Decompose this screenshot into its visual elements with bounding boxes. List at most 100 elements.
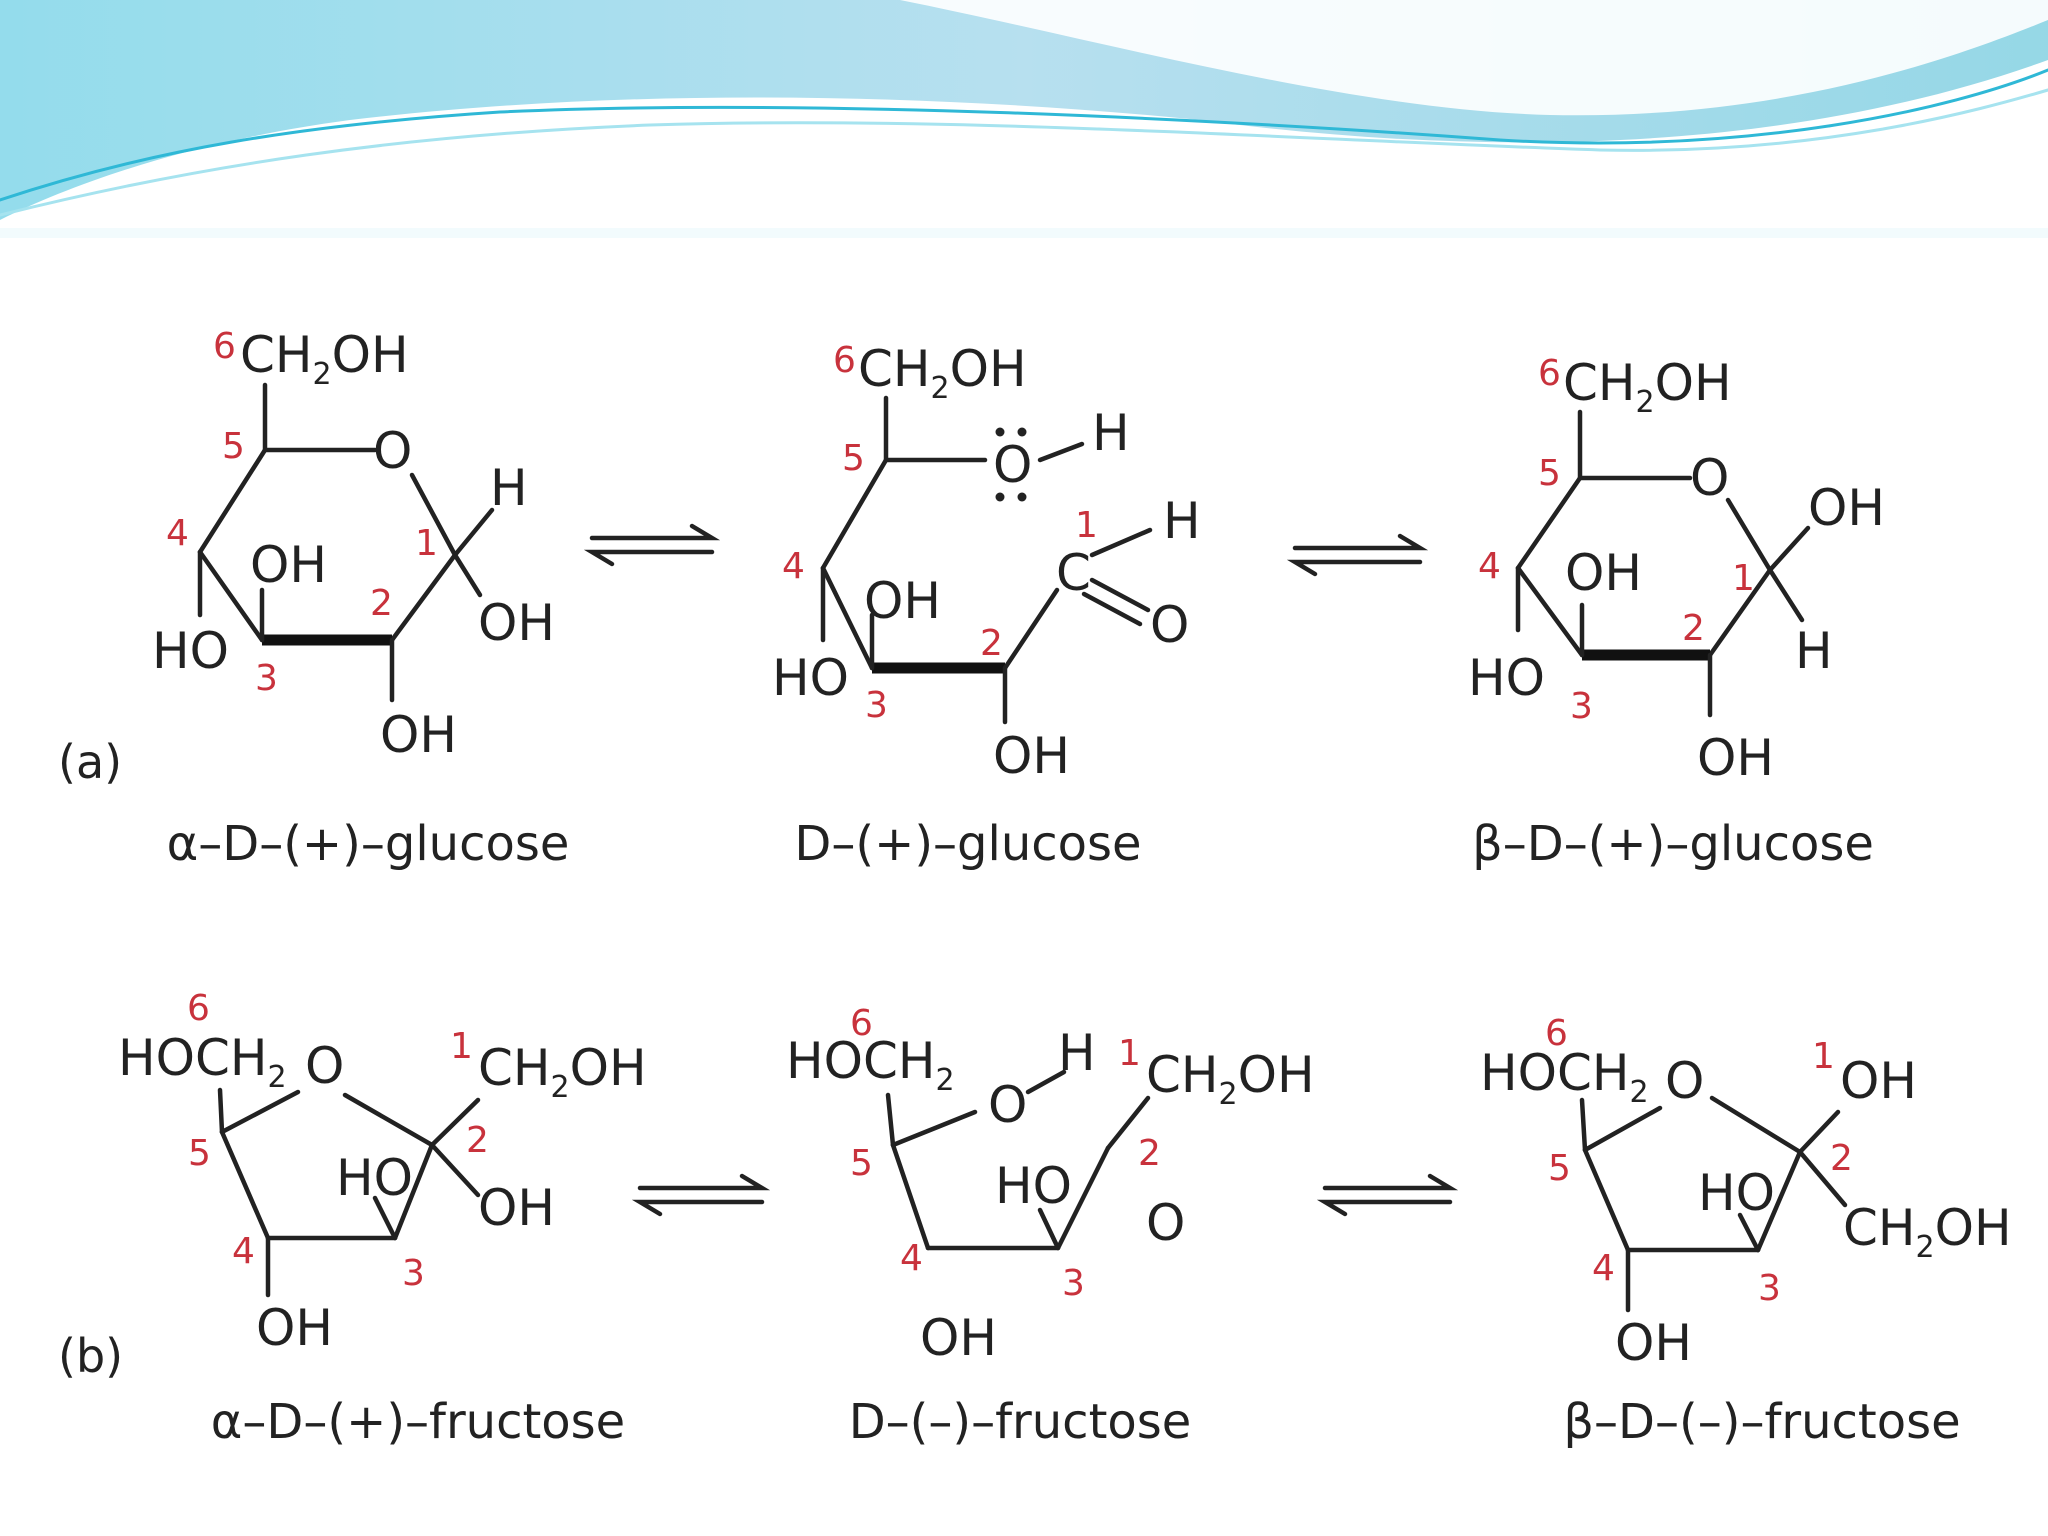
equilibrium-arrow-2 xyxy=(1286,533,1429,577)
bond-c4-c5 xyxy=(1515,475,1583,571)
bond-c1-o-double-a xyxy=(1089,577,1151,613)
bond-c5-o xyxy=(219,1089,301,1135)
bond-c4-c5 xyxy=(219,1129,271,1241)
bond-c3-c2 xyxy=(1055,1145,1111,1251)
hoch2-group: HOCH2 xyxy=(786,1032,955,1098)
carbon-3-number: 3 xyxy=(1570,686,1593,727)
bond-c5-c4 xyxy=(820,457,889,571)
c4-hydroxyl: HO xyxy=(1468,649,1545,707)
bond-c2-c1 xyxy=(1002,587,1060,671)
bond-c2-c1 xyxy=(429,1097,481,1148)
ch2oh-group: CH2OH xyxy=(1563,354,1732,420)
bond-c1-oh xyxy=(452,552,483,598)
bond-c3-ho xyxy=(372,1195,398,1241)
carbon-4-number: 4 xyxy=(1478,546,1501,587)
panel-label-b: (b) xyxy=(58,1329,123,1383)
carbon-2-number: 2 xyxy=(1830,1138,1853,1179)
carbon-5-number: 5 xyxy=(188,1133,211,1174)
carbon-1-number: 1 xyxy=(1118,1033,1141,1074)
carbon-6-number: 6 xyxy=(1538,353,1561,394)
ch2oh-group: CH2OH xyxy=(1843,1199,2012,1265)
alpha-glucose: 6 CH2OH 5 O H 1 4 OH 2 OH HO 3 OH α–D–(+… xyxy=(152,326,569,872)
bond-c5-c6 xyxy=(1579,1097,1588,1153)
c2-hydroxyl: OH xyxy=(993,727,1070,785)
ring-oxygen: O xyxy=(1665,1052,1704,1110)
bond-c1-oh xyxy=(1767,525,1811,573)
c5-oxygen: O xyxy=(988,1076,1027,1134)
bond-o-c1 xyxy=(409,472,458,558)
ring-oxygen: O xyxy=(305,1037,344,1095)
carbon-2-number: 2 xyxy=(1138,1133,1161,1174)
alpha-fructose: 6 HOCH2 O 1 CH2OH 5 2 HO OH 4 3 OH α–D–(… xyxy=(118,988,647,1450)
bond-c5-o xyxy=(1582,1105,1663,1153)
carbon-4-number: 4 xyxy=(782,546,805,587)
carbon-2-number: 2 xyxy=(466,1120,489,1161)
c4-hydroxyl: OH xyxy=(256,1299,333,1357)
beta-glucose: 6 CH2OH 5 O OH 4 1 OH 2 H HO 3 OH β–D–(+… xyxy=(1468,353,1885,872)
bond-c2-c3 xyxy=(1755,1149,1803,1253)
bond-c1-h xyxy=(1089,527,1153,558)
carbon-6-number: 6 xyxy=(1545,1013,1568,1054)
ch2oh-group: CH2OH xyxy=(240,326,409,392)
open-fructose-caption: D–(–)–fructose xyxy=(849,1394,1192,1450)
c3-hydroxyl: OH xyxy=(1565,544,1642,602)
carbon-6-number: 6 xyxy=(213,326,236,367)
carbon-6-number: 6 xyxy=(187,988,210,1029)
c3-hydroxyl: HO xyxy=(1698,1164,1775,1222)
bond-c2-c1 xyxy=(1797,1149,1848,1208)
alpha-glucose-caption: α–D–(+)–glucose xyxy=(167,816,570,872)
oxygen-hydrogen: H xyxy=(1058,1024,1096,1082)
carbon-3-number: 3 xyxy=(402,1253,425,1294)
beta-glucose-caption: β–D–(+)–glucose xyxy=(1472,816,1874,872)
equilibrium-arrow-4 xyxy=(1316,1173,1459,1217)
bond-c2-oh xyxy=(1797,1109,1841,1155)
carbon-1-number: 1 xyxy=(1812,1036,1835,1077)
beta-fructose: 6 HOCH2 O 1 OH 5 2 HO CH2OH 4 3 OH β–D–(… xyxy=(1480,1013,2012,1450)
wave-line-1 xyxy=(0,68,2048,202)
oxygen-hydrogen: H xyxy=(1092,404,1130,462)
ch2oh-group: CH2OH xyxy=(858,340,1027,406)
carbon-6-number: 6 xyxy=(833,340,856,381)
panel-label-a: (a) xyxy=(58,735,122,789)
carbon-4-number: 4 xyxy=(1592,1248,1615,1289)
bond-c5-c6 xyxy=(217,1087,225,1135)
c3-hydroxyl: OH xyxy=(250,536,327,594)
bond-c5-c4 xyxy=(890,1142,931,1251)
bond-c5-c6 xyxy=(885,1092,896,1148)
bond-o-c1 xyxy=(1725,497,1773,573)
wave-edge xyxy=(0,228,2048,238)
bond-c4-c3 xyxy=(820,565,875,671)
bond-c1-o-double-b xyxy=(1081,591,1143,627)
equilibrium-arrow-1 xyxy=(583,523,721,567)
hoch2-group: HOCH2 xyxy=(1480,1044,1649,1110)
bond-c1-h xyxy=(1767,567,1805,623)
hoch2-group: HOCH2 xyxy=(118,1029,287,1095)
c4-hydroxyl: OH xyxy=(1615,1314,1692,1372)
bond-c4-c5 xyxy=(1582,1147,1631,1253)
bond-c3-c4 xyxy=(197,549,265,643)
bond-c3-ho xyxy=(1737,1212,1761,1253)
carbon-5-number: 5 xyxy=(842,438,865,479)
carbonyl-oxygen: O xyxy=(1146,1194,1185,1252)
c4-hydroxyl: HO xyxy=(772,649,849,707)
carbon-4-number: 4 xyxy=(900,1238,923,1279)
carbon-3-number: 3 xyxy=(865,685,888,726)
carbon-1-number: 1 xyxy=(450,1026,473,1067)
bond-c2-oh xyxy=(429,1142,481,1198)
open-glucose-caption: D–(+)–glucose xyxy=(794,816,1141,872)
carbon-1-number: 1 xyxy=(415,523,438,564)
carbon-5-number: 5 xyxy=(222,426,245,467)
carbon-1-number: 1 xyxy=(1732,558,1755,599)
open-glucose: 6 CH2OH 5 O H 1 H C 4 OH O 2 HO 3 OH D–(… xyxy=(772,340,1201,872)
c5-oxygen: O xyxy=(993,436,1032,494)
carbon-5-number: 5 xyxy=(1538,453,1561,494)
equilibrium-arrow-3 xyxy=(631,1173,771,1217)
c3-hydroxyl: HO xyxy=(336,1149,413,1207)
carbonyl-carbon: C xyxy=(1056,544,1091,602)
bond-c4-c5 xyxy=(197,447,268,555)
bond-o-h xyxy=(1037,441,1085,463)
ch2oh-group: CH2OH xyxy=(478,1039,647,1105)
carbon-5-number: 5 xyxy=(850,1143,873,1184)
c2-hydroxyl: OH xyxy=(1840,1052,1917,1110)
carbonyl-oxygen: O xyxy=(1150,596,1189,654)
